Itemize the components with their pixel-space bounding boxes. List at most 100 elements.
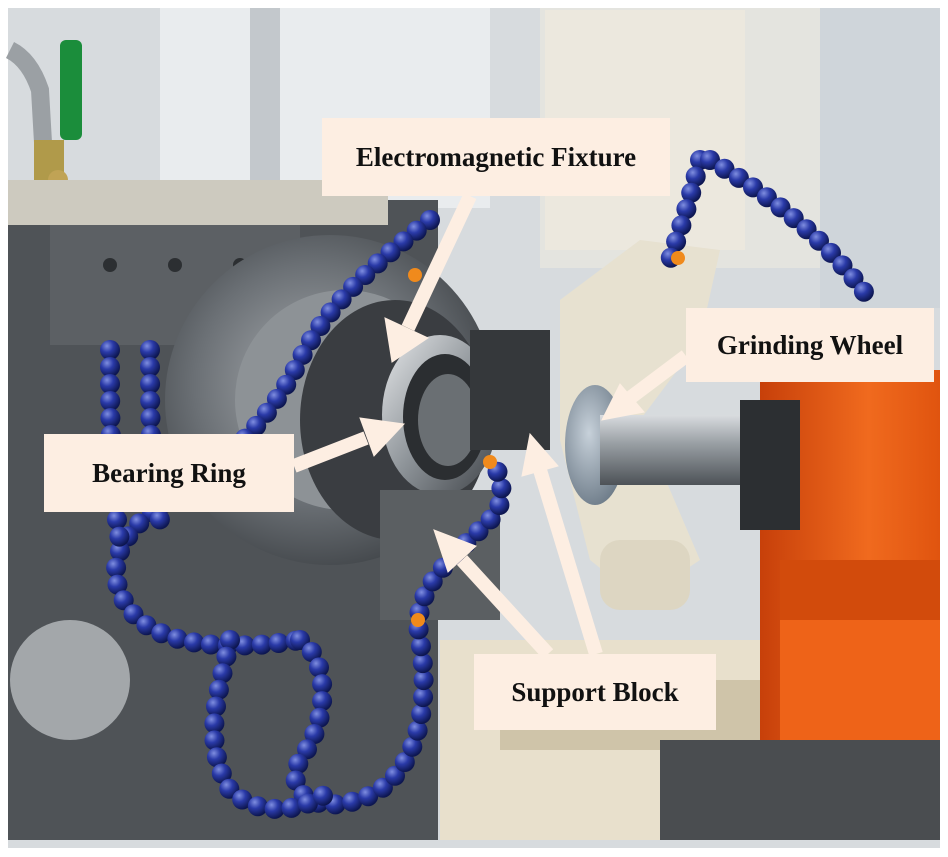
hose-bead bbox=[309, 657, 329, 678]
hose-bead bbox=[149, 509, 170, 530]
hose-bead bbox=[206, 747, 227, 768]
bracket-foot bbox=[600, 540, 690, 610]
hose-bead bbox=[700, 150, 720, 170]
hose-bead bbox=[281, 797, 302, 818]
hose-bead bbox=[100, 357, 120, 377]
hose-bead bbox=[247, 796, 268, 817]
hose-bead bbox=[211, 763, 232, 784]
hose-bead bbox=[292, 344, 313, 365]
hose-clip bbox=[411, 613, 425, 627]
hose-bead bbox=[140, 408, 161, 428]
hose-bead bbox=[266, 388, 287, 409]
bearing-ring-bore bbox=[418, 374, 478, 466]
gray-round-plate bbox=[10, 620, 130, 740]
wheel-shaft bbox=[600, 415, 760, 485]
hose-bead bbox=[212, 663, 233, 684]
hose-bead bbox=[320, 302, 341, 323]
hose-bead bbox=[109, 526, 130, 547]
hose-bead bbox=[216, 646, 237, 667]
hose-bead bbox=[200, 634, 221, 655]
hose-bead bbox=[268, 633, 289, 653]
arrow-ring-shaft bbox=[291, 431, 369, 473]
hose-bead bbox=[140, 357, 160, 377]
hose-clip bbox=[483, 455, 497, 469]
arrow-block-shaft-2 bbox=[533, 467, 603, 657]
arrow-block-shaft-1 bbox=[456, 555, 554, 659]
hose-bead bbox=[411, 636, 431, 657]
hose-bead bbox=[140, 374, 161, 394]
hose-bead bbox=[312, 674, 333, 695]
hose-bead bbox=[412, 653, 433, 674]
hose-bead bbox=[413, 670, 434, 691]
hose-bead bbox=[480, 509, 501, 530]
hose-bead bbox=[100, 340, 120, 360]
hose-bead bbox=[685, 166, 706, 187]
hose-bead bbox=[107, 574, 128, 595]
arrow-block-head-1 bbox=[433, 529, 477, 573]
hose-bead bbox=[204, 713, 225, 734]
bolt bbox=[103, 258, 117, 272]
hose-bead bbox=[420, 210, 440, 230]
hose-bead bbox=[284, 360, 305, 380]
hose-bead bbox=[136, 615, 157, 636]
hose-bead bbox=[232, 789, 253, 810]
label-grinding-wheel: Grinding Wheel bbox=[686, 308, 934, 382]
hose-bead bbox=[414, 586, 435, 607]
window-frame bbox=[250, 8, 280, 198]
hose-bead bbox=[666, 231, 687, 252]
hose-bead bbox=[853, 281, 874, 302]
hose-clip bbox=[671, 251, 685, 265]
hose-bead bbox=[100, 374, 120, 394]
arrow-wheel-shaft bbox=[625, 350, 691, 404]
hose-bead bbox=[402, 736, 423, 757]
hose-bead bbox=[220, 630, 240, 650]
hose-bead bbox=[297, 739, 317, 760]
hose-bead bbox=[301, 642, 322, 662]
hose-bead bbox=[312, 691, 333, 712]
hose-bead bbox=[385, 765, 405, 786]
hose-bead bbox=[151, 623, 172, 644]
arrow-ring-head bbox=[359, 417, 406, 457]
label-bearing-ring: Bearing Ring bbox=[44, 434, 294, 512]
hose-bead bbox=[407, 720, 428, 741]
arrow-fixture-head bbox=[384, 317, 430, 363]
spindle-clamp bbox=[740, 400, 800, 530]
hose-bead bbox=[756, 187, 777, 208]
hose-bead bbox=[676, 199, 697, 220]
hose-bead bbox=[208, 679, 229, 700]
hose-bead bbox=[276, 374, 297, 395]
hose-bead bbox=[309, 707, 330, 728]
hose-bead bbox=[100, 408, 121, 428]
machine-base-dark bbox=[660, 740, 940, 840]
hose-bead bbox=[714, 158, 735, 179]
hose-bead bbox=[728, 167, 749, 188]
hose-bead bbox=[304, 724, 325, 744]
hose-bead bbox=[184, 632, 204, 653]
hose-bead bbox=[411, 704, 432, 724]
hose-bead bbox=[204, 730, 225, 751]
hose-bead bbox=[264, 798, 285, 819]
arrow-wheel-head bbox=[601, 383, 645, 421]
support-block-lower bbox=[380, 490, 500, 620]
bolt bbox=[168, 258, 182, 272]
spindle-base bbox=[780, 620, 940, 740]
hose-bead bbox=[413, 687, 434, 708]
spindle-front-face bbox=[780, 560, 940, 620]
hose-bead bbox=[107, 509, 127, 530]
hose-bead bbox=[297, 793, 318, 814]
hose-bead bbox=[491, 478, 512, 499]
hose-bead bbox=[113, 590, 134, 611]
label-support-block: Support Block bbox=[474, 654, 716, 730]
hose-bead bbox=[394, 752, 415, 772]
hose-bead bbox=[342, 791, 363, 812]
hose-bead bbox=[406, 220, 427, 241]
hose-bead bbox=[106, 557, 127, 578]
hose-bead bbox=[251, 634, 272, 655]
hose-bead bbox=[301, 330, 321, 351]
hose-bead bbox=[206, 696, 226, 717]
hose-bead bbox=[100, 391, 121, 411]
hose-bead bbox=[671, 215, 692, 236]
hose-clip bbox=[408, 268, 422, 282]
hose-bead bbox=[313, 785, 333, 806]
hose-bead bbox=[167, 628, 188, 649]
